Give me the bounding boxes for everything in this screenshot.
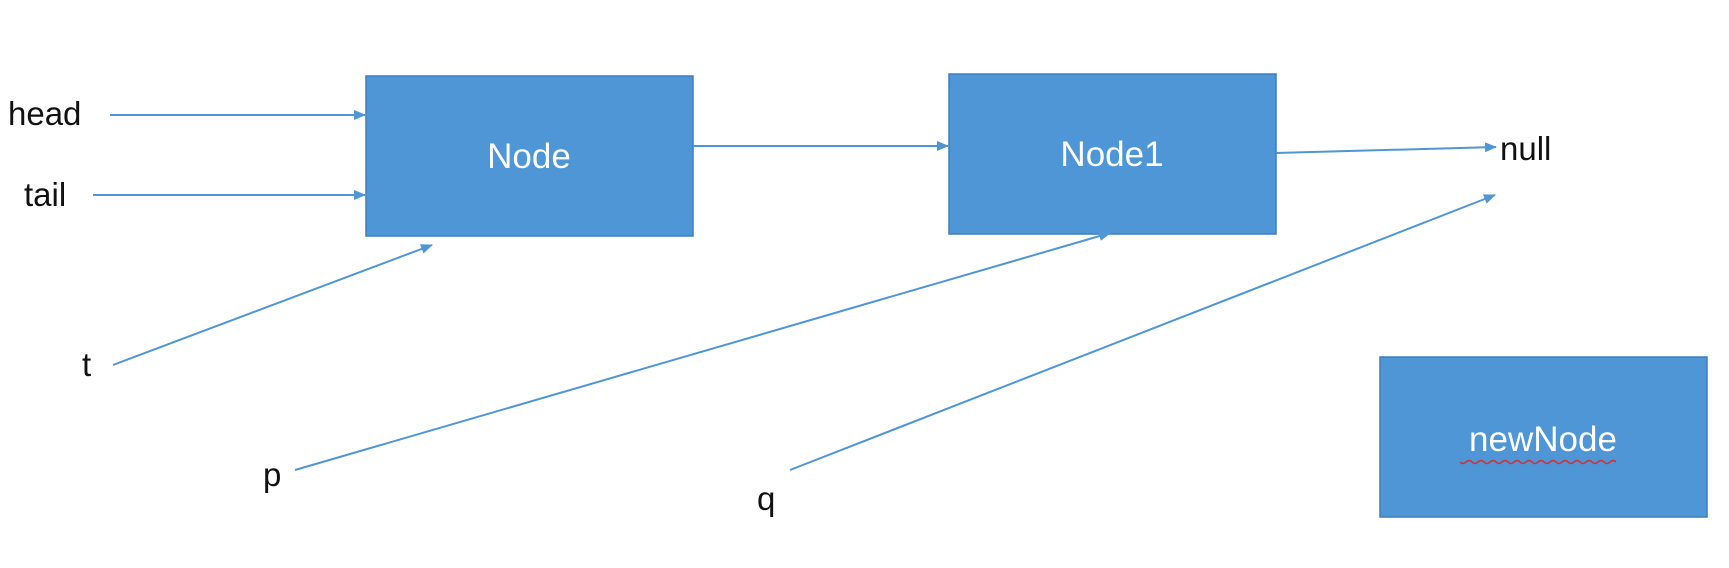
new-node-label: newNode xyxy=(1469,420,1617,459)
t-label: t xyxy=(82,346,91,383)
null-label: null xyxy=(1500,130,1551,167)
q-arrow xyxy=(789,194,1496,471)
node1-label: Node1 xyxy=(1060,135,1163,174)
p-arrow xyxy=(294,231,1111,471)
node1-next-arrow xyxy=(1275,142,1497,154)
node1-box: Node1 xyxy=(948,73,1277,235)
t-arrow xyxy=(112,244,433,366)
p-label: p xyxy=(263,456,281,493)
q-label: q xyxy=(757,480,775,517)
new-node-box: newNode xyxy=(1379,356,1708,518)
spellcheck-underline xyxy=(1459,459,1617,465)
node-label: Node xyxy=(487,137,571,176)
node-box: Node xyxy=(365,75,694,237)
tail-label: tail xyxy=(24,176,66,213)
head-label: head xyxy=(8,95,81,132)
